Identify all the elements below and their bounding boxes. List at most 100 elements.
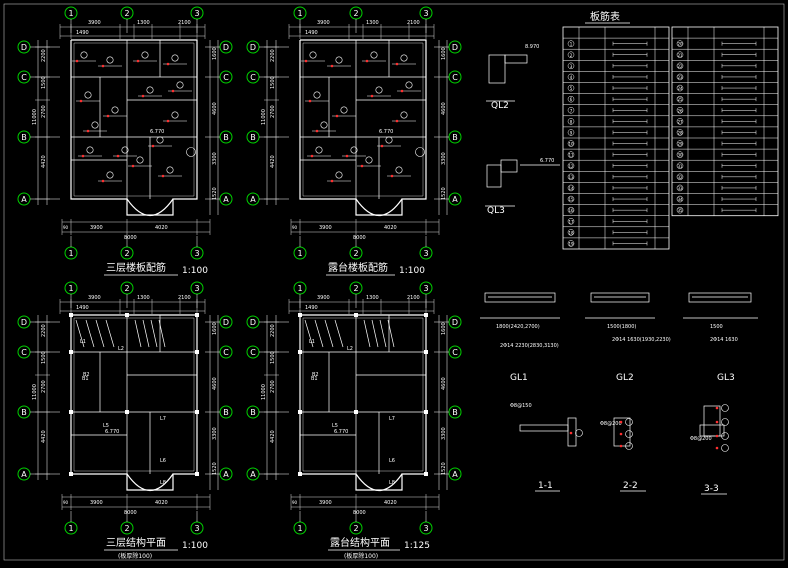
rebar-callout <box>309 51 317 59</box>
section-cut-marker <box>186 147 196 157</box>
rebar-callout <box>156 136 164 144</box>
rebar-callout <box>721 418 729 426</box>
marker-dot <box>75 59 79 63</box>
axis-label: D <box>250 43 256 52</box>
row-number: 16 <box>568 208 574 213</box>
dim-right-3: 1520 <box>441 462 447 475</box>
column-mark <box>424 410 428 414</box>
axis-label: B <box>223 133 229 142</box>
row-number: 15 <box>568 197 574 202</box>
rebar-callout <box>313 91 321 99</box>
dim-bottom-90: 90 <box>292 500 298 505</box>
axis-label: C <box>452 73 458 82</box>
marker-dot <box>116 154 120 158</box>
rebar-callout <box>111 106 119 114</box>
column-mark <box>125 313 129 317</box>
column-mark <box>354 410 358 414</box>
dim-bottom-a: 3900 <box>90 500 103 506</box>
dim-left-0: 2200 <box>270 324 276 337</box>
gl1-bars: 2Φ14 2230(2830,3130) <box>500 343 559 349</box>
axis-label: D <box>452 43 458 52</box>
column-mark <box>195 472 199 476</box>
section-3-3-note: Φ8@200 <box>690 436 712 442</box>
axis-label: A <box>250 470 256 479</box>
rebar-callout <box>405 81 413 89</box>
axis-label: A <box>452 470 458 479</box>
row-number-circle <box>567 62 575 70</box>
slab-label-5: B1 <box>311 376 318 382</box>
dim-left-total: 11000 <box>32 109 38 125</box>
row-number: 5 <box>570 86 573 91</box>
marker-dot <box>308 99 312 103</box>
slab-label-7: L5 <box>103 423 109 429</box>
marker-dot <box>335 114 339 118</box>
column-mark <box>298 350 302 354</box>
rebar-callout <box>171 111 179 119</box>
rebar-callout <box>721 432 729 440</box>
dim-right-3: 1520 <box>212 187 218 200</box>
dim-top-c: 2100 <box>407 20 420 26</box>
axis-label: C <box>223 348 229 357</box>
axis-label: 2 <box>124 249 129 258</box>
dim-left-2: 2700 <box>41 380 47 393</box>
dim-left-1: 1500 <box>270 76 276 89</box>
rebar-callout <box>385 136 393 144</box>
dim-right-1: 4600 <box>441 102 447 115</box>
row-number: 21 <box>677 53 683 58</box>
row-number: 31 <box>677 164 683 169</box>
row-number: 33 <box>677 186 683 191</box>
row-number: 32 <box>677 175 683 180</box>
marker-dot <box>315 129 319 133</box>
axis-label: A <box>452 195 458 204</box>
plan4-scale: 1:125 <box>404 541 430 551</box>
dim-right-2: 3300 <box>212 152 218 165</box>
marker-dot <box>715 406 719 410</box>
plan2-title: 露台楼板配筋 <box>328 261 388 274</box>
axis-label: A <box>21 195 27 204</box>
dim-bottom-b: 4020 <box>155 225 168 231</box>
dim-top-b: 1300 <box>137 20 150 26</box>
axis-label: B <box>452 133 458 142</box>
row-number: 35 <box>677 208 683 213</box>
interior-walls <box>71 40 197 199</box>
marker-dot <box>171 89 175 93</box>
dim-top-b: 1300 <box>366 20 379 26</box>
row-number: 30 <box>677 153 683 158</box>
dim-bottom-total: 8000 <box>124 510 137 516</box>
column-mark <box>424 350 428 354</box>
row-number: 28 <box>677 130 683 135</box>
axis-label: 2 <box>353 524 358 533</box>
axis-label: C <box>250 73 256 82</box>
row-number-circle <box>676 184 684 192</box>
dim-right-0: 1600 <box>441 322 447 335</box>
gl-beams: GL1 GL2 GL3 1800(2420,2700) 2Φ14 2230(28… <box>496 324 738 383</box>
marker-dot <box>161 174 165 178</box>
marker-dot <box>330 64 334 68</box>
row-number-circle <box>567 240 575 247</box>
section-2-2-label: 2-2 <box>623 481 638 491</box>
column-mark <box>424 313 428 317</box>
row-number-circle <box>567 229 575 236</box>
row-number-circle <box>567 218 575 225</box>
axis-label: B <box>223 408 229 417</box>
dim-bottom-total: 8000 <box>353 510 366 516</box>
marker-dot <box>365 59 369 63</box>
row-number-circle <box>567 118 575 125</box>
dim-bottom-total: 8000 <box>124 235 137 241</box>
row-number: 34 <box>677 197 683 202</box>
axis-label: 3 <box>194 9 199 18</box>
dim-right-2: 3300 <box>212 427 218 440</box>
dim-bottom-a: 3900 <box>319 500 332 506</box>
axis-label: B <box>250 408 256 417</box>
building-outline <box>70 39 198 216</box>
row-number-circle <box>676 95 684 103</box>
row-number: 13 <box>568 175 574 180</box>
slab-label-4: L8 <box>389 480 395 486</box>
rebar-callout <box>91 121 99 129</box>
row-number-circle <box>676 62 684 70</box>
marker-dot <box>715 434 719 438</box>
row-number-circle <box>567 162 575 169</box>
column-mark <box>354 313 358 317</box>
row-number: 20 <box>677 42 683 47</box>
